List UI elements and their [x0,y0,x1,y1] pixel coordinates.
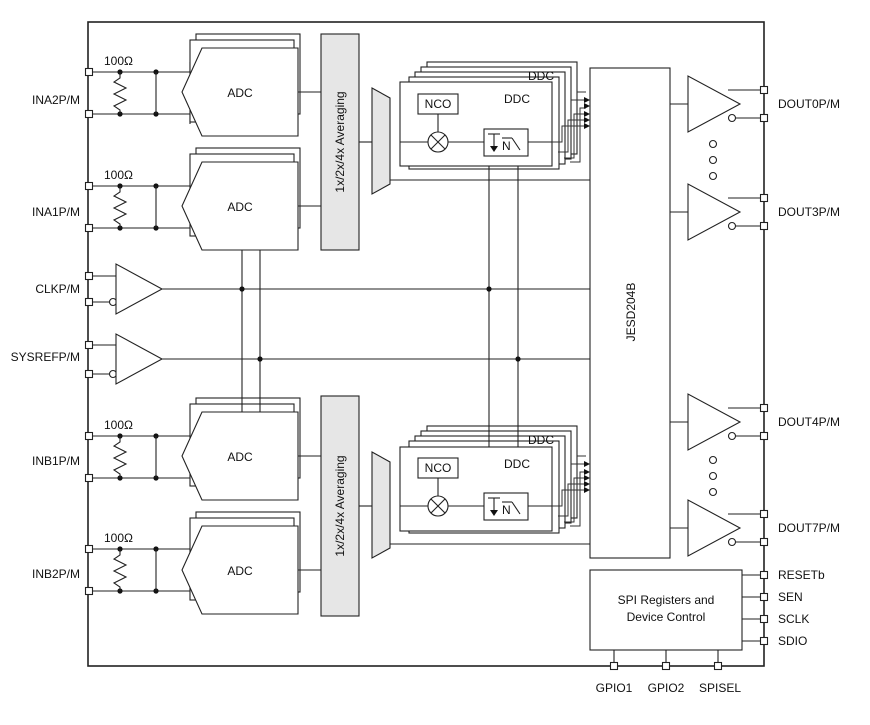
inb2-resistor-label: 100Ω [104,531,133,545]
output-driver-dout4 [670,393,769,451]
adc-b2-label: ADC [227,564,253,578]
spi-registers-block: SPI Registers and Device Control [589,569,769,671]
adc-b2: ADC [181,511,301,615]
input-channel-ina1: 100Ω [84,168,190,233]
adc-a2: ADC [181,33,301,137]
ina1-resistor-label: 100Ω [104,168,133,182]
jesd-label: JESD204B [624,283,638,342]
gpio2-label: GPIO2 [648,681,685,695]
spisel-label: SPISEL [699,681,741,695]
adc-a1-label: ADC [227,200,253,214]
averaging-b-label: 1x/2x/4x Averaging [333,455,347,556]
averaging-block-a: 1x/2x/4x Averaging [320,33,360,251]
sysref-label: SYSREFP/M [11,350,80,364]
inb1-label: INB1P/M [32,454,80,468]
inb1-resistor-label: 100Ω [104,418,133,432]
decim-b-label: N [502,503,511,517]
ddc-stack-a: DDC DDC NCO N [399,61,578,170]
clk-buffer [84,263,590,315]
dout0-label: DOUT0P/M [778,97,840,111]
ddc-b-back-label: DDC [528,433,554,447]
ddc-a-label: DDC [504,92,530,106]
sclk-label: SCLK [778,612,809,626]
adc-b1: ADC [181,397,301,501]
nco-a-label: NCO [425,97,452,111]
input-channel-inb1: 100Ω [84,418,190,483]
inb2-label: INB2P/M [32,567,80,581]
mux-b [371,451,391,559]
ddc-b-outputs [552,455,590,527]
sysref-buffer [84,333,590,385]
dout4-label: DOUT4P/M [778,415,840,429]
ddc-a-back-label: DDC [528,69,554,83]
ina2-label: INA2P/M [32,93,80,107]
mux-a [371,87,391,195]
averaging-block-b: 1x/2x/4x Averaging [320,395,360,617]
ddc-b-label: DDC [504,457,530,471]
output-driver-dout7 [670,499,769,557]
averaging-a-label: 1x/2x/4x Averaging [333,91,347,192]
ina1-label: INA1P/M [32,205,80,219]
input-channel-inb2: 100Ω [84,531,190,596]
adc-b1-label: ADC [227,450,253,464]
decim-a-label: N [502,139,511,153]
dout3-label: DOUT3P/M [778,205,840,219]
spi-line2: Device Control [627,610,706,624]
ddc-stack-b: DDC DDC NCO N [399,425,578,534]
sen-label: SEN [778,590,803,604]
driver-ellipsis-bottom [708,455,718,497]
ina2-resistor-label: 100Ω [104,54,133,68]
input-channel-ina2: 100Ω [84,54,191,124]
dout7-label: DOUT7P/M [778,521,840,535]
gpio1-label: GPIO1 [596,681,633,695]
reset-label: RESETb [778,568,825,582]
spi-line1: SPI Registers and [618,593,715,607]
driver-ellipsis-top [708,139,718,181]
clk-label: CLKP/M [35,282,80,296]
output-driver-dout3 [670,183,769,241]
jesd204b-block: JESD204B [589,67,671,559]
adc-a2-label: ADC [227,86,253,100]
output-driver-dout0 [670,75,769,133]
nco-b-label: NCO [425,461,452,475]
ddc-a-outputs [552,91,590,163]
sdio-label: SDIO [778,634,807,648]
adc-a1: ADC [181,147,301,251]
